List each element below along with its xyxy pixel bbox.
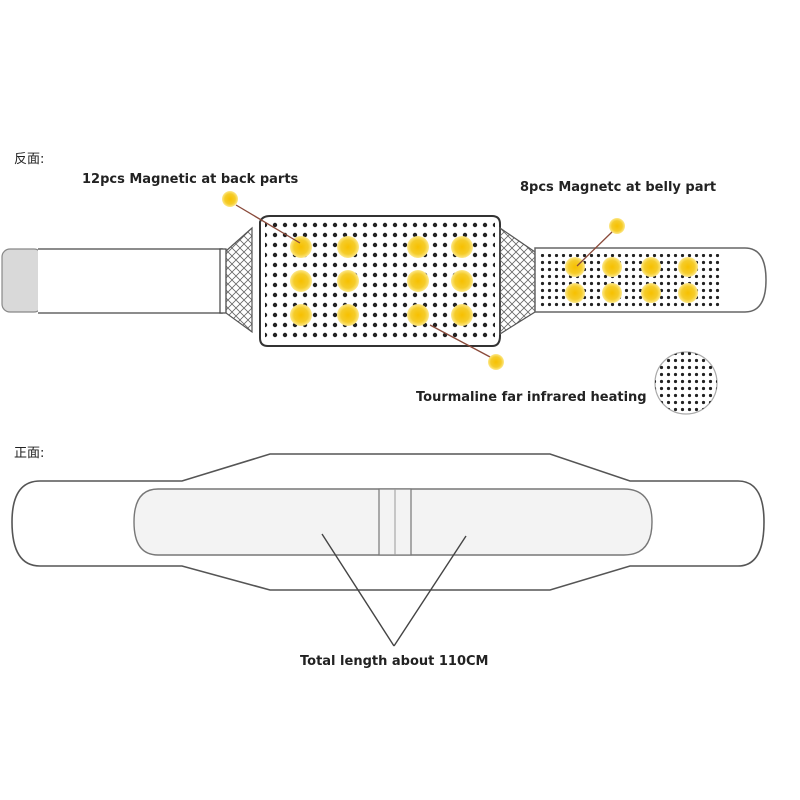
- front-view-label: 正面:: [14, 446, 44, 461]
- magnet: [290, 304, 312, 326]
- magnet: [451, 304, 473, 326]
- callout-marker: [222, 191, 238, 207]
- back-magnets-label: 12pcs Magnetic at back parts: [82, 172, 299, 187]
- callout-marker: [609, 218, 625, 234]
- magnet: [290, 270, 312, 292]
- magnet: [602, 283, 622, 303]
- magnet: [565, 283, 585, 303]
- magnet: [641, 283, 661, 303]
- length-line-left: [321, 533, 395, 647]
- callout-back-magnets: 12pcs Magnetic at back parts: [82, 172, 301, 244]
- velcro-tab: [1, 248, 43, 313]
- back-panel: [259, 215, 501, 347]
- belly-magnets-label: 8pcs Magnetc at belly part: [520, 180, 716, 195]
- magnet: [337, 270, 359, 292]
- magnet: [407, 304, 429, 326]
- belly-strap: [534, 247, 767, 313]
- magnet: [407, 236, 429, 258]
- front-view: 正面: Total length about 110CM: [11, 446, 765, 669]
- right-elastic-connector: [499, 226, 536, 336]
- back-view: 反面: 12pcs Magnetic at back parts: [1, 152, 767, 415]
- magnet: [678, 283, 698, 303]
- callout-belly-magnets: 8pcs Magnetc at belly part: [520, 180, 716, 267]
- back-magnet-group: [290, 236, 473, 326]
- back-view-label: 反面:: [14, 152, 44, 167]
- callout-line: [235, 204, 301, 244]
- magnet: [451, 270, 473, 292]
- callout-marker: [488, 354, 504, 370]
- left-strap: [1, 248, 227, 314]
- magnet: [602, 257, 622, 277]
- length-label: Total length about 110CM: [300, 654, 489, 669]
- tourmaline-swatch: [654, 351, 718, 415]
- tourmaline-label: Tourmaline far infrared heating: [416, 390, 647, 405]
- length-line-right: [393, 535, 467, 647]
- left-elastic-connector: [225, 226, 253, 334]
- callout-tourmaline: Tourmaline far infrared heating: [416, 324, 718, 415]
- callout-line: [429, 324, 493, 359]
- belly-magnet-group: [565, 257, 698, 303]
- magnet: [407, 270, 429, 292]
- magnet: [565, 257, 585, 277]
- length-indicator: Total length about 110CM: [300, 533, 489, 669]
- strap-seam: [219, 248, 227, 314]
- magnet: [290, 236, 312, 258]
- magnet: [337, 236, 359, 258]
- magnet: [641, 257, 661, 277]
- magnet: [337, 304, 359, 326]
- callout-line: [576, 231, 613, 267]
- magnet: [678, 257, 698, 277]
- strap-band: [38, 248, 223, 314]
- magnet: [451, 236, 473, 258]
